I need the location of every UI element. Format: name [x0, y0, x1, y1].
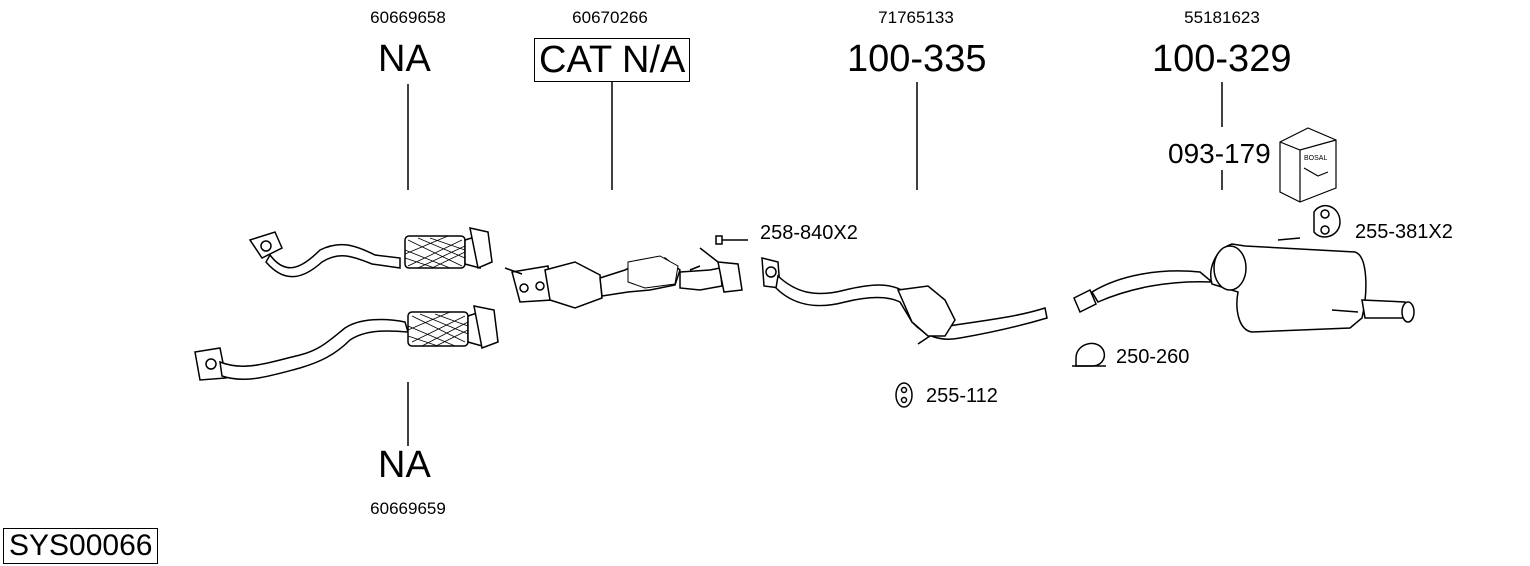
fitting-kit-box-icon: BOSAL — [1279, 127, 1337, 203]
label-rubber-mount-center: 255-112 — [926, 385, 998, 407]
bolt-drawing — [715, 235, 748, 245]
ref-rear-silencer: 100-329 — [1152, 38, 1292, 80]
oem-number-front-pipe-lower: 60669659 — [370, 499, 446, 518]
ref-front-pipe-upper: NA — [378, 38, 431, 80]
rear-silencer-drawing — [1073, 237, 1415, 333]
label-fitting-kit: 093-179 — [1168, 138, 1271, 169]
ref-catalyst: CAT N/A — [534, 38, 691, 82]
oem-number-center-section: 71765133 — [878, 8, 954, 27]
oem-number-front-pipe-upper: 60669658 — [370, 8, 446, 27]
system-code: SYS00066 — [3, 528, 159, 564]
label-bolt: 258-840X2 — [760, 222, 858, 244]
rubber-mount-center-icon — [895, 382, 913, 408]
clamp-icon — [1072, 342, 1106, 367]
ref-front-pipe-lower: NA — [378, 444, 431, 486]
label-rubber-mount-rear: 255-381X2 — [1355, 221, 1453, 243]
oem-number-catalyst: 60670266 — [572, 8, 648, 27]
kit-box-brand-text: BOSAL — [1304, 155, 1327, 162]
center-section-drawing — [761, 257, 1048, 345]
ref-center-section: 100-335 — [847, 38, 987, 80]
front-pipe-upper-drawing — [248, 227, 493, 278]
front-pipe-lower-drawing — [194, 305, 499, 381]
catalyst-drawing — [504, 247, 743, 309]
oem-number-rear-silencer: 55181623 — [1184, 8, 1260, 27]
rubber-mount-rear-icon — [1313, 204, 1341, 238]
label-clamp: 250-260 — [1116, 346, 1190, 368]
